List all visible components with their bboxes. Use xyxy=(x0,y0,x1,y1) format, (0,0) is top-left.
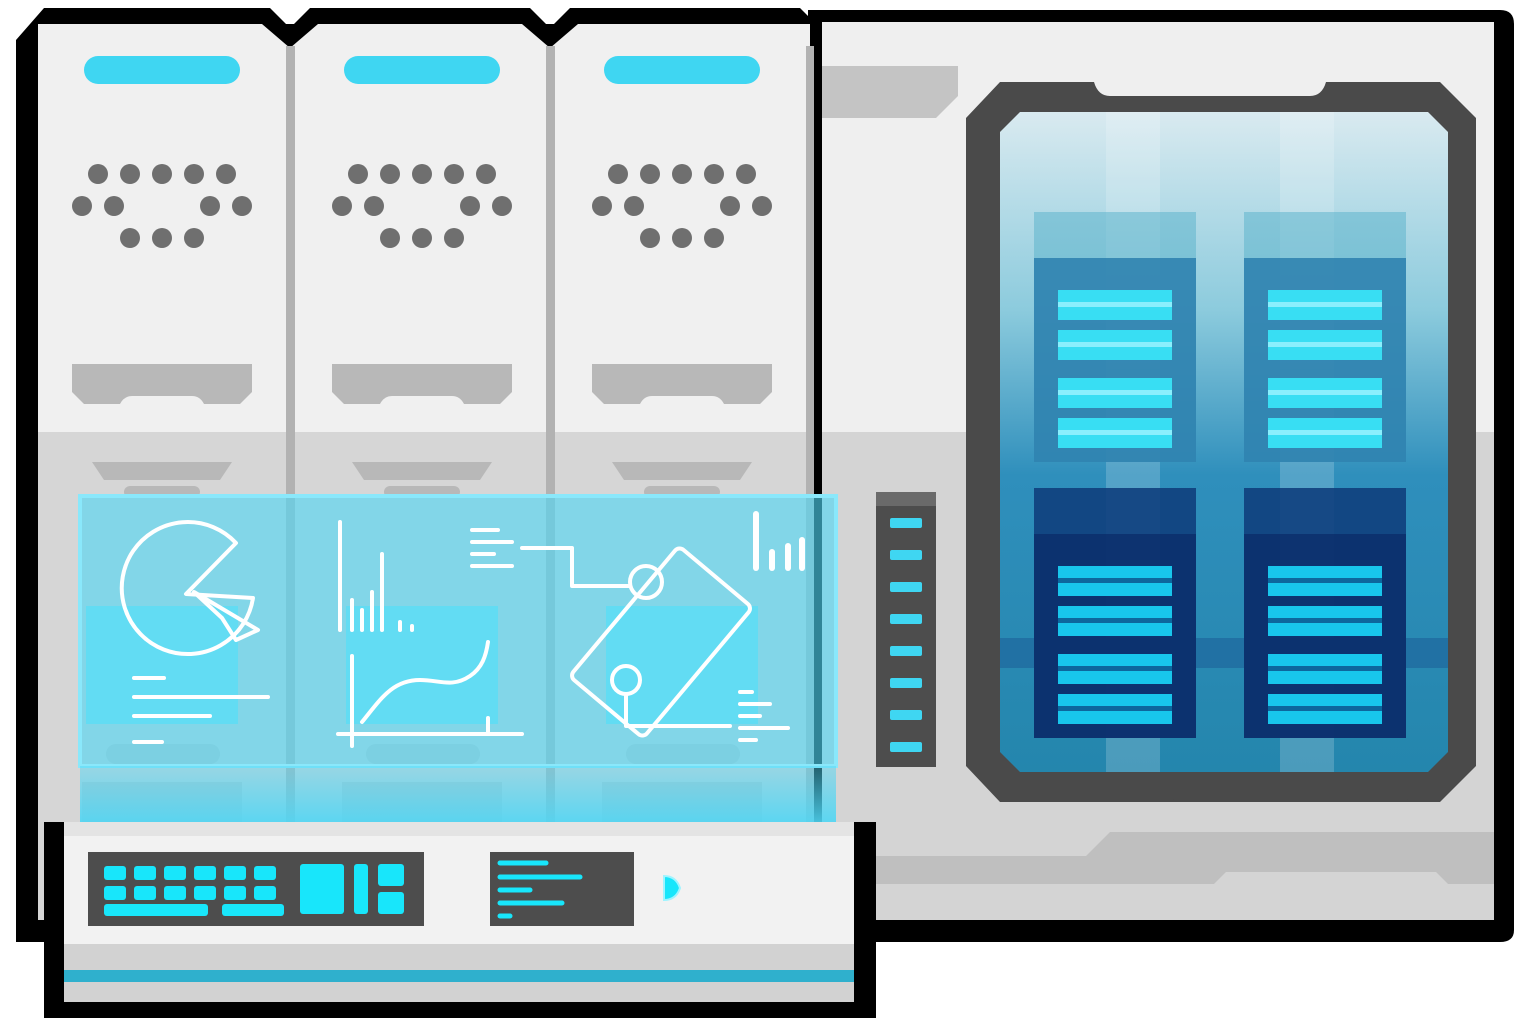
cabinet-handle[interactable] xyxy=(592,364,772,404)
vent-dot xyxy=(104,196,124,216)
cabinet-lower-lip xyxy=(612,462,752,480)
keypad-key[interactable] xyxy=(164,866,186,880)
keypad-key[interactable] xyxy=(104,886,126,900)
vent-dot xyxy=(592,196,612,216)
keypad-key[interactable] xyxy=(254,886,276,900)
cabinet-lower-lip xyxy=(352,462,492,480)
indicator-strip xyxy=(876,492,936,767)
keypad-key[interactable] xyxy=(194,866,216,880)
indicator-led xyxy=(890,678,922,688)
vent-dot xyxy=(348,164,368,184)
vent-dot xyxy=(704,164,724,184)
keypad-key[interactable] xyxy=(194,886,216,900)
keypad-slider-key[interactable] xyxy=(354,864,368,914)
cabinet-handle[interactable] xyxy=(332,364,512,404)
server-module-1 xyxy=(1034,212,1196,462)
keypad-key[interactable] xyxy=(164,886,186,900)
indicator-led xyxy=(890,582,922,592)
vent-dot xyxy=(120,228,140,248)
vent-dot xyxy=(460,196,480,216)
keypad-panel xyxy=(88,852,424,926)
vent-dot xyxy=(380,228,400,248)
keypad-small-key-top[interactable] xyxy=(378,864,404,886)
status-screen xyxy=(490,852,634,926)
pie-chart-icon xyxy=(119,520,260,657)
bar-chart-icon xyxy=(338,520,414,632)
server-module-3 xyxy=(1034,488,1196,738)
keypad-key[interactable] xyxy=(104,866,126,880)
vent-dot xyxy=(380,164,400,184)
vent-dot xyxy=(412,228,432,248)
vent-dot xyxy=(624,196,644,216)
keypad-small-key-bottom[interactable] xyxy=(378,892,404,914)
keypad-key[interactable] xyxy=(134,886,156,900)
vent-dot xyxy=(120,164,140,184)
keypad-large-key[interactable] xyxy=(300,864,344,914)
vent-dot xyxy=(752,196,772,216)
hologram-display xyxy=(78,494,838,822)
server-window xyxy=(966,82,1476,802)
keypad-key[interactable] xyxy=(224,886,246,900)
vent-dot xyxy=(216,164,236,184)
vent-dot xyxy=(152,228,172,248)
server-module-4 xyxy=(1244,488,1406,738)
vent-dot xyxy=(492,196,512,216)
vent-dot xyxy=(72,196,92,216)
vent-dot xyxy=(200,196,220,216)
vent-dot xyxy=(232,196,252,216)
vent-dot xyxy=(672,228,692,248)
vent-dot xyxy=(476,164,496,184)
vent-dot xyxy=(364,196,384,216)
vent-dot xyxy=(184,164,204,184)
indicator-led xyxy=(890,646,922,656)
vent-dot xyxy=(640,228,660,248)
vent-dot xyxy=(412,164,432,184)
vent-dot xyxy=(88,164,108,184)
cabinet-light-bar xyxy=(84,56,240,84)
control-desk xyxy=(44,822,876,1018)
vent-dot xyxy=(444,164,464,184)
indicator-led xyxy=(890,550,922,560)
indicator-led xyxy=(890,518,922,528)
keypad-key[interactable] xyxy=(224,866,246,880)
vent-dot xyxy=(152,164,172,184)
vent-dot xyxy=(184,228,204,248)
text-lines-left xyxy=(132,676,270,744)
indicator-led xyxy=(890,742,922,752)
cabinet-lower-lip xyxy=(92,462,232,480)
cabinet-light-bar xyxy=(604,56,760,84)
keypad-spacebar[interactable] xyxy=(104,904,208,916)
flow-diagram-icon xyxy=(470,528,752,738)
keypad-enter-key[interactable] xyxy=(222,904,284,916)
vent-dot xyxy=(444,228,464,248)
vent-dot xyxy=(672,164,692,184)
vent-dot xyxy=(332,196,352,216)
vent-dot xyxy=(640,164,660,184)
indicator-led xyxy=(890,614,922,624)
indicator-led xyxy=(890,710,922,720)
keypad-key[interactable] xyxy=(134,866,156,880)
text-lines-right xyxy=(738,690,790,742)
line-chart-icon xyxy=(336,640,524,748)
cabinet-light-bar xyxy=(344,56,500,84)
vent-dot xyxy=(720,196,740,216)
vent-dot xyxy=(608,164,628,184)
mini-bar-chart-icon xyxy=(753,511,805,571)
keypad-key[interactable] xyxy=(254,866,276,880)
server-module-2 xyxy=(1244,212,1406,462)
cabinet-handle[interactable] xyxy=(72,364,252,404)
vent-dot xyxy=(736,164,756,184)
power-indicator-icon[interactable] xyxy=(663,874,682,902)
vent-dot xyxy=(704,228,724,248)
